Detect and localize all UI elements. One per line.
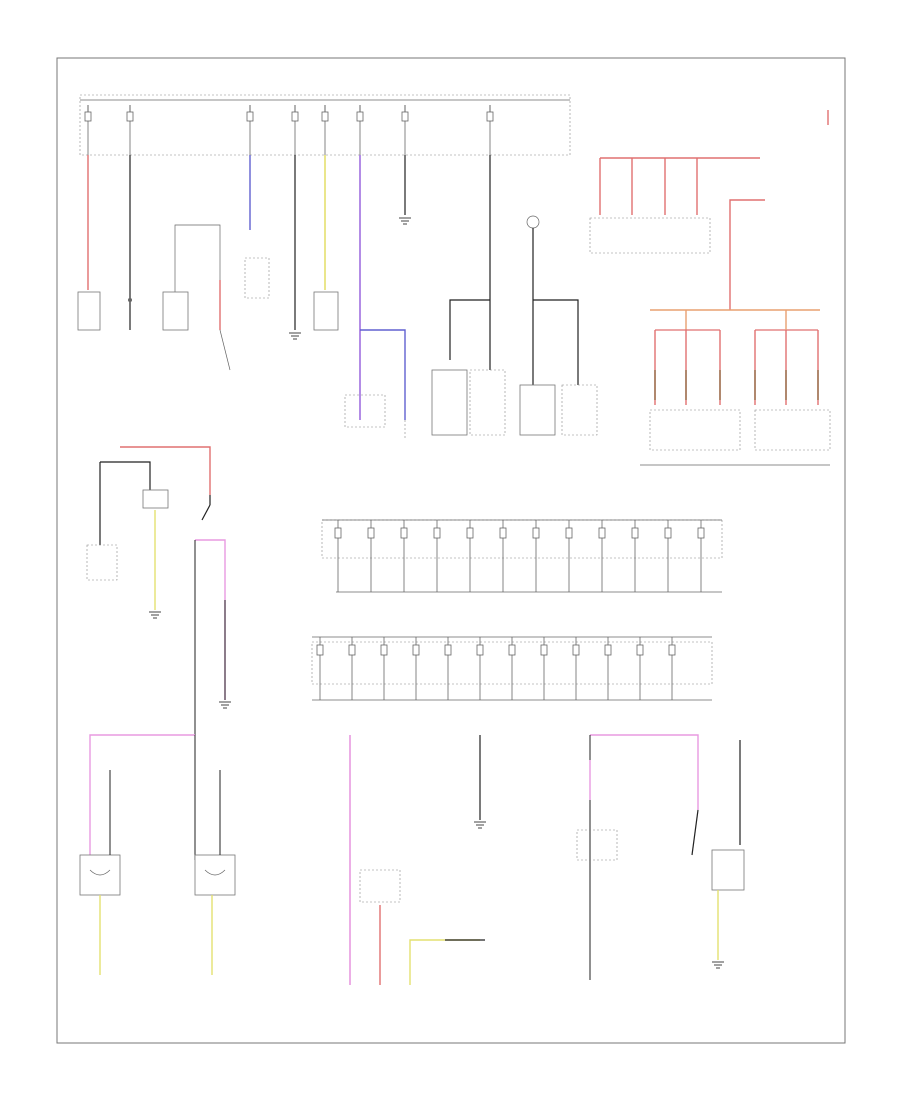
fuse-icon — [401, 105, 409, 155]
fuse-box-mid-2 — [311, 636, 713, 701]
fuse-icon — [367, 520, 375, 592]
fuse-icon — [84, 105, 92, 155]
fuse-icon — [499, 520, 507, 592]
fuse-icon — [400, 520, 408, 592]
fuse-icon — [476, 637, 484, 700]
fuse-box-mid-1 — [321, 519, 723, 593]
module-box-1 — [431, 369, 468, 436]
wire-group-bottom — [79, 734, 745, 985]
ground-icon — [712, 961, 724, 969]
ground-icon — [149, 611, 161, 619]
fuse-icon — [316, 637, 324, 700]
fuse-icon — [356, 105, 364, 155]
relay-box-3 — [313, 291, 339, 331]
fuse-icon — [291, 105, 299, 155]
fuse-icon — [466, 520, 474, 592]
relay-box-2 — [162, 291, 189, 331]
top-fuse-box — [79, 94, 571, 156]
ground-icon — [474, 821, 486, 829]
relay-switch-box — [142, 489, 169, 509]
wire-group-top-left — [77, 155, 598, 440]
fuse-icon — [572, 637, 580, 700]
ground-icon — [289, 332, 301, 340]
top-fuse-box-outline — [79, 94, 571, 156]
fuse-icon — [631, 520, 639, 592]
fuse-icon — [412, 637, 420, 700]
fuse-icon — [636, 637, 644, 700]
relay-icon — [79, 854, 121, 896]
fuse-icon — [598, 520, 606, 592]
fuse-icon — [433, 520, 441, 592]
module-box-2 — [519, 384, 556, 436]
fuse-icon — [697, 520, 705, 592]
relay-icon — [194, 854, 236, 896]
fuse-icon — [380, 637, 388, 700]
ground-icon — [219, 701, 231, 709]
ground-icon — [399, 217, 411, 225]
fuse-icon — [565, 520, 573, 592]
relay-box-1 — [77, 291, 101, 331]
fuse-icon — [604, 637, 612, 700]
fuse-icon — [486, 105, 494, 155]
fuse-icon — [126, 105, 134, 155]
fuse-icon — [540, 637, 548, 700]
fuse-icon — [246, 105, 254, 155]
wire-group-top-right — [589, 110, 831, 466]
fuse-icon — [532, 520, 540, 592]
fuse-icon — [444, 637, 452, 700]
fuse-icon — [321, 105, 329, 155]
fuse-icon — [664, 520, 672, 592]
wire-group-mid-left — [86, 446, 231, 740]
switch-icon — [691, 809, 699, 856]
fuse-icon — [334, 520, 342, 592]
fuse-icon — [668, 637, 676, 700]
fuse-icon — [508, 637, 516, 700]
ground-icon — [526, 215, 540, 300]
diagram-frame — [56, 57, 846, 1044]
fuse-icon — [348, 637, 356, 700]
switch-icon — [201, 495, 211, 521]
